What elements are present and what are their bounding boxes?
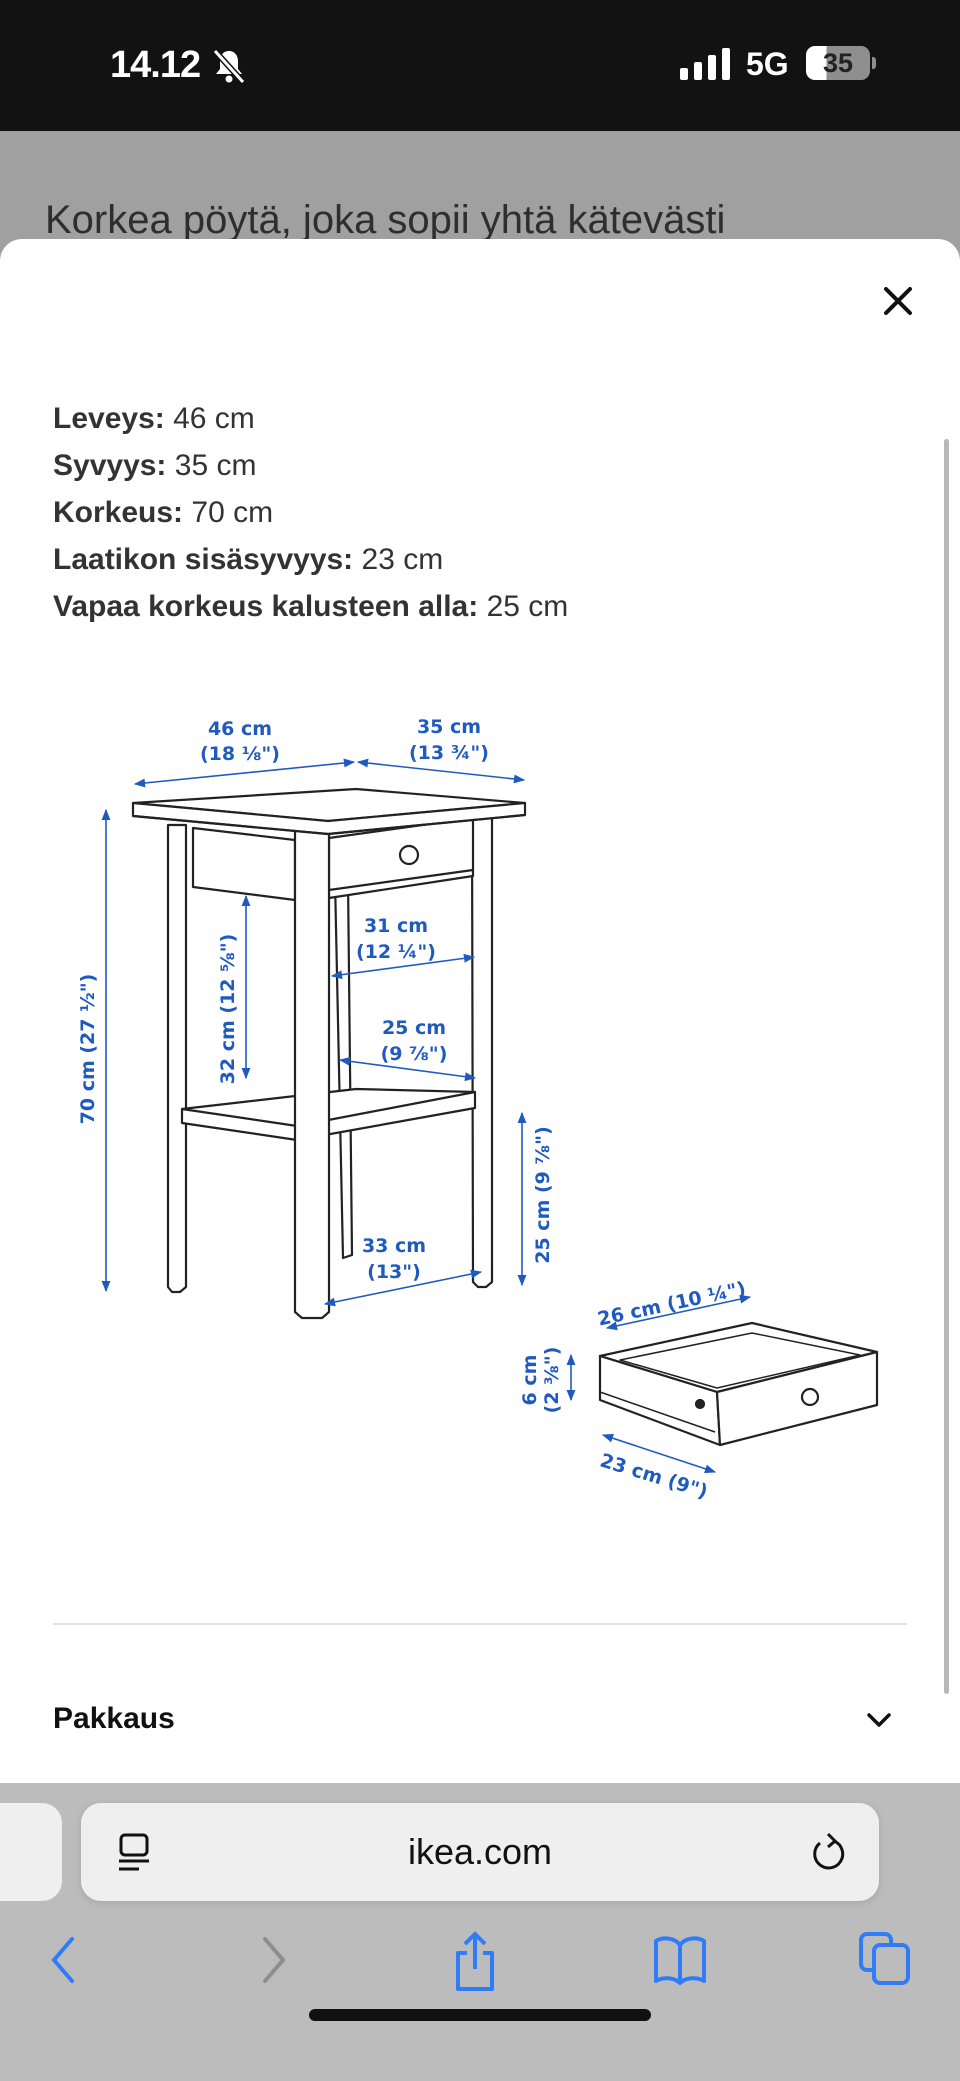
signal-icon bbox=[680, 48, 730, 80]
chevron-down-icon[interactable] bbox=[864, 1709, 894, 1731]
spec-width: Leveys: 46 cm bbox=[53, 402, 255, 435]
url-text: ikea.com bbox=[407, 1831, 553, 1872]
dimension-lines bbox=[101, 758, 752, 1474]
label-drawer-width: 26 cm (10 ¼") bbox=[596, 1278, 748, 1331]
spec-depth: Syvyys: 35 cm bbox=[53, 449, 257, 482]
label-drawer-depth: 23 cm (9") bbox=[597, 1449, 710, 1503]
label-width-in: (18 ⅛") bbox=[200, 743, 280, 765]
nightstand-drawing bbox=[131, 787, 879, 1447]
dimension-labels: 46 cm (18 ⅛") 35 cm (13 ¾") 70 cm (27 ½"… bbox=[77, 716, 748, 1503]
label-inner-width-in: (12 ¼") bbox=[356, 941, 436, 963]
label-drawer-height-in: (2 ⅜") bbox=[541, 1347, 563, 1414]
previous-tab-preview[interactable] bbox=[0, 1803, 62, 1901]
browser-toolbar: ikea.com bbox=[0, 1783, 960, 2081]
scrollbar[interactable] bbox=[944, 439, 949, 1694]
dimension-specs: Leveys: 46 cm Syvyys: 35 cm Korkeus: 70 … bbox=[53, 395, 568, 630]
battery-indicator: 35 bbox=[806, 46, 870, 80]
label-depth-in: (13 ¾") bbox=[409, 742, 489, 764]
label-drawer-height-cm: 6 cm bbox=[519, 1355, 541, 1406]
drawer-drawing bbox=[598, 1321, 879, 1447]
label-shelf-depth-cm: 25 cm bbox=[382, 1017, 446, 1039]
label-clearance-lower: 25 cm (9 ⅞") bbox=[532, 1126, 554, 1264]
label-depth-cm: 35 cm bbox=[417, 716, 481, 738]
reader-icon[interactable] bbox=[117, 1833, 151, 1873]
network-type: 5G bbox=[746, 46, 789, 82]
divider bbox=[53, 1623, 907, 1625]
label-width-cm: 46 cm bbox=[208, 718, 272, 740]
dimension-diagram: 46 cm (18 ⅛") 35 cm (13 ¾") 70 cm (27 ½"… bbox=[77, 716, 879, 1503]
product-dimensions-sheet: Leveys: 46 cm Syvyys: 35 cm Korkeus: 70 … bbox=[0, 239, 960, 1783]
label-leg-span-in: (13") bbox=[367, 1261, 421, 1283]
spec-drawer-depth: Laatikon sisäsyvyys: 23 cm bbox=[53, 543, 444, 576]
background-page-text: Korkea pöytä, joka sopii yhtä kätevästi bbox=[45, 198, 726, 242]
tabs-icon[interactable] bbox=[858, 1931, 912, 1985]
reload-icon[interactable] bbox=[808, 1831, 848, 1875]
address-bar[interactable]: ikea.com bbox=[81, 1803, 879, 1901]
spec-height: Korkeus: 70 cm bbox=[53, 496, 274, 529]
label-shelf-depth-in: (9 ⅞") bbox=[381, 1043, 448, 1065]
share-icon[interactable] bbox=[452, 1931, 498, 1993]
label-leg-span-cm: 33 cm bbox=[362, 1235, 426, 1257]
status-bar: 14.12 5G 35 bbox=[0, 0, 960, 131]
clock: 14.12 bbox=[110, 44, 201, 86]
close-icon[interactable] bbox=[878, 281, 918, 321]
spec-clearance: Vapaa korkeus kalusteen alla: 25 cm bbox=[53, 590, 569, 623]
forward-icon[interactable] bbox=[259, 1935, 289, 1985]
label-clearance-upper: 32 cm (12 ⅝") bbox=[217, 934, 239, 1085]
bell-slash-icon bbox=[212, 48, 246, 84]
section-packaging[interactable]: Pakkaus bbox=[53, 1702, 175, 1735]
battery-tip bbox=[872, 57, 876, 69]
bookmarks-icon[interactable] bbox=[652, 1935, 708, 1985]
home-indicator[interactable] bbox=[309, 2009, 651, 2021]
label-inner-width-cm: 31 cm bbox=[364, 915, 428, 937]
label-height: 70 cm (27 ½") bbox=[77, 974, 99, 1125]
back-icon[interactable] bbox=[48, 1935, 78, 1985]
